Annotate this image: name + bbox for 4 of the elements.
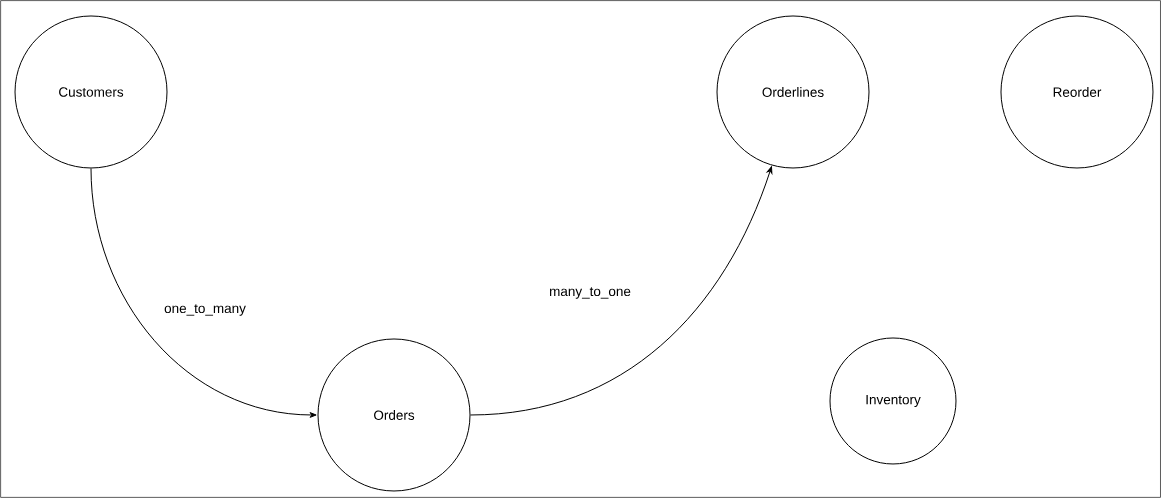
- arrow: [90, 168, 317, 418]
- edge-label: one_to_many: [163, 303, 247, 317]
- arrow: [470, 166, 773, 416]
- edge-label: many_to_one: [548, 286, 632, 300]
